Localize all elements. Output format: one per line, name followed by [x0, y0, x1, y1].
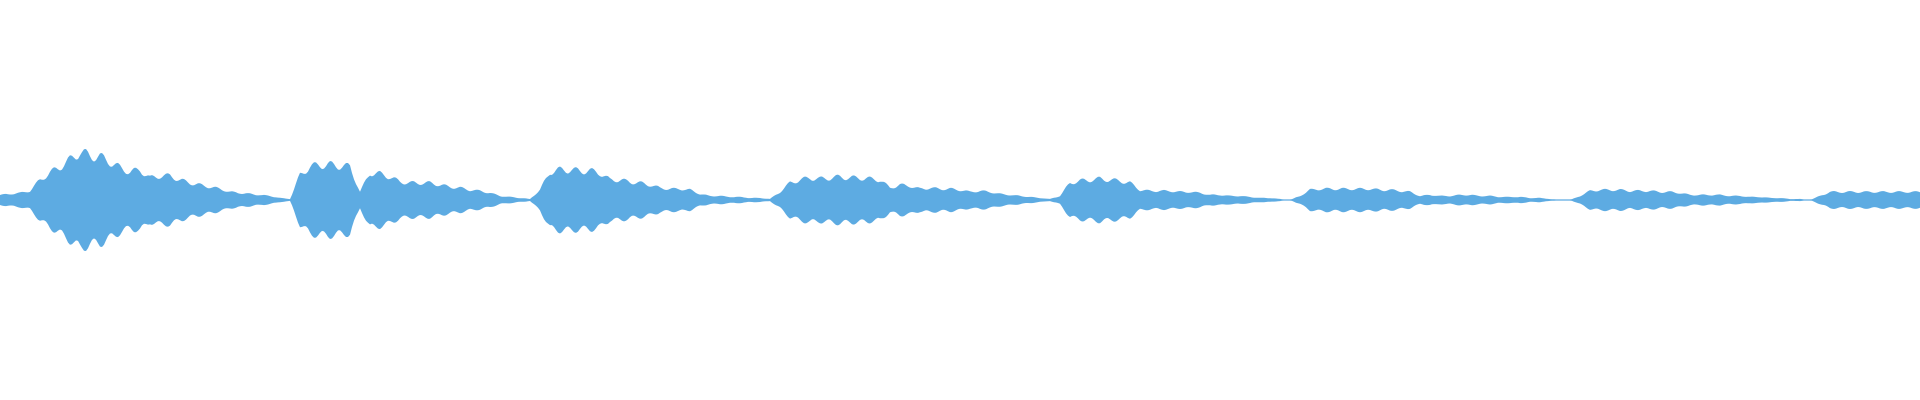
waveform-shape	[0, 149, 1920, 251]
